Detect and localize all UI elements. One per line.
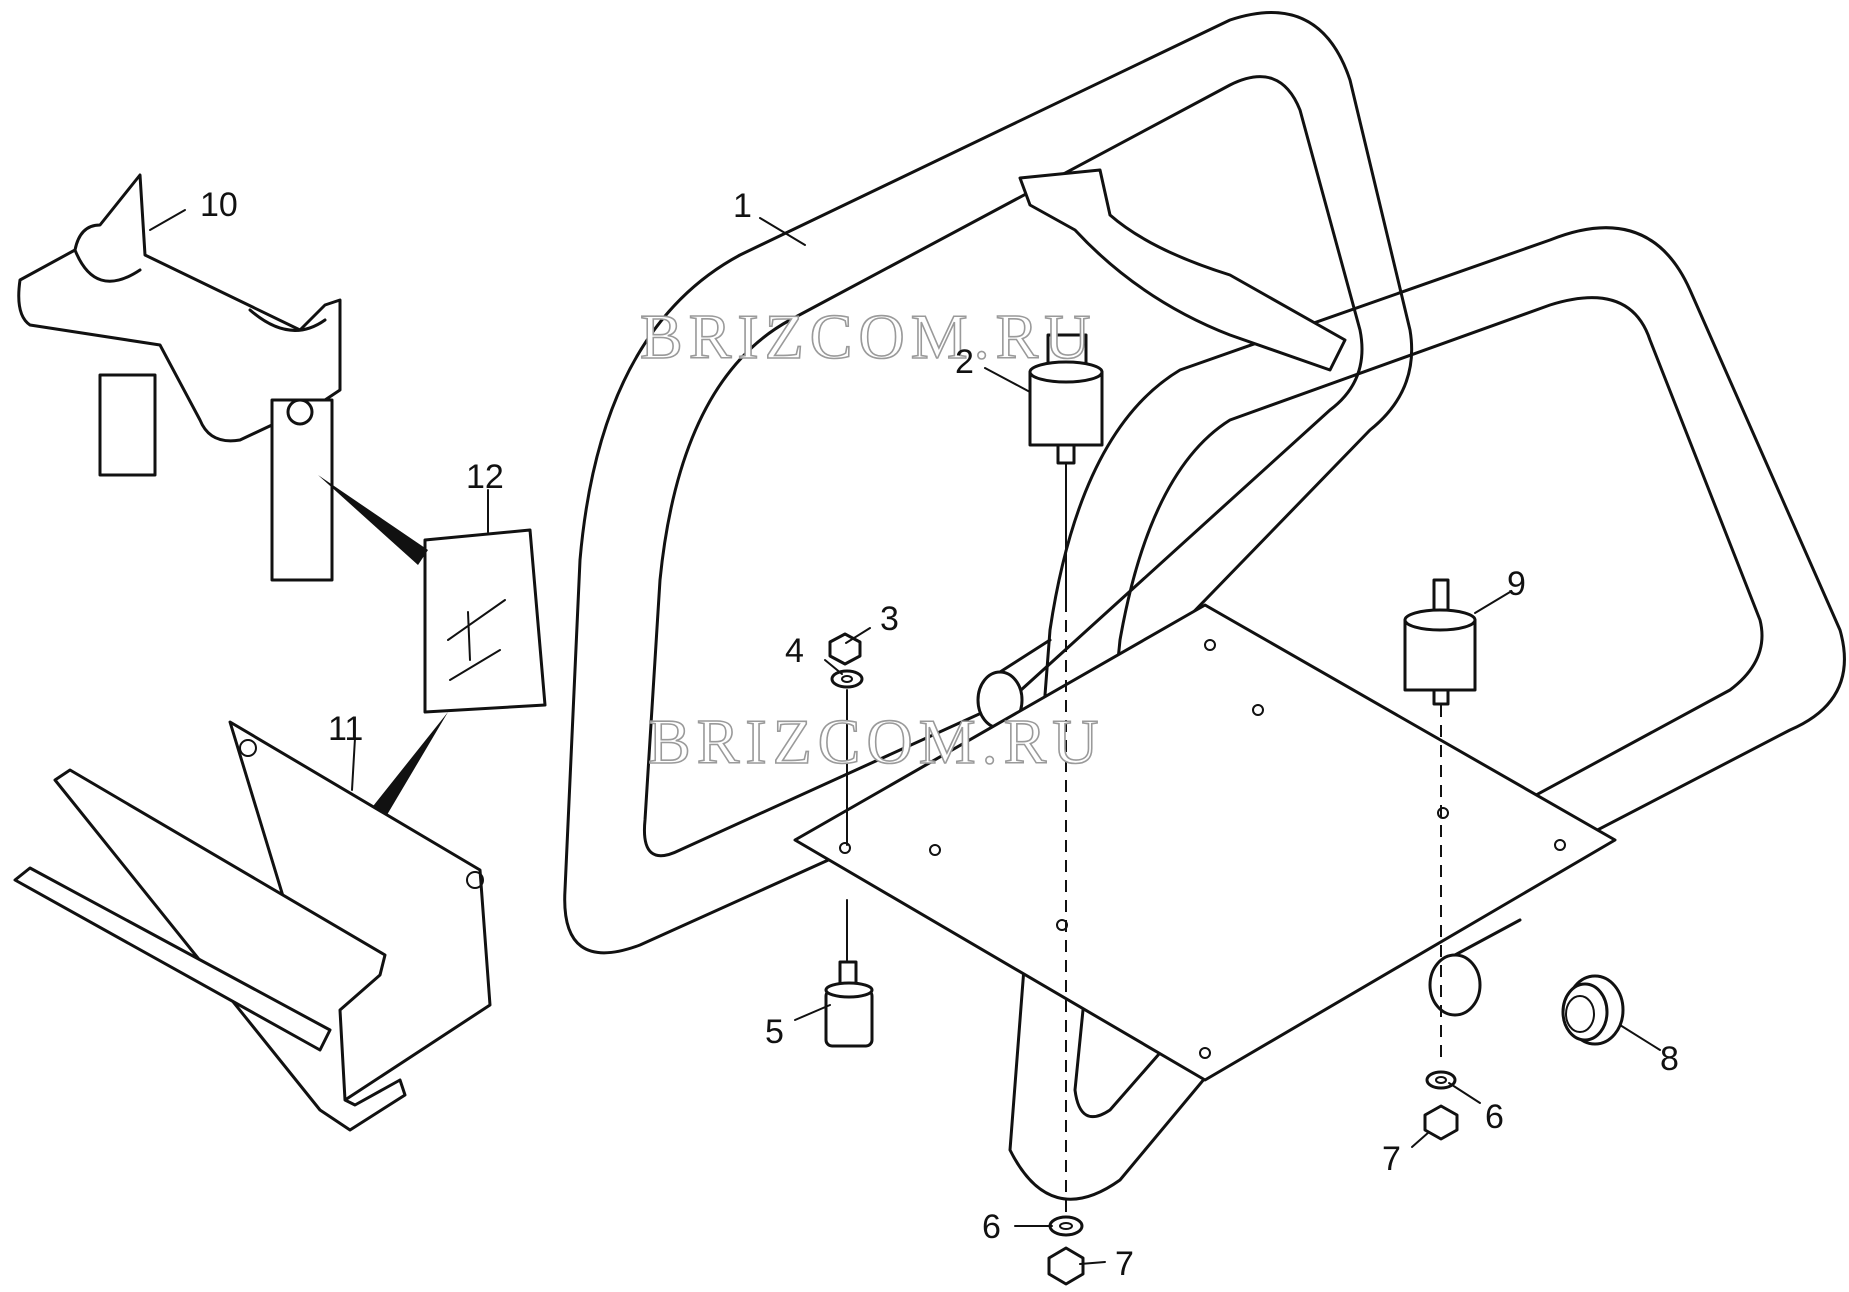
nut-part-3 — [828, 632, 862, 666]
base-plate-sheet — [793, 603, 1617, 1082]
washer-part-4 — [830, 669, 864, 689]
wing-nut — [286, 398, 314, 426]
watermark-1: BRIZCOM.RU — [640, 301, 1097, 372]
callout-12: 12 — [466, 458, 504, 496]
front-loop-outer — [1008, 226, 1846, 1201]
holder-10-body — [17, 173, 342, 443]
callout-8: 8 — [1660, 1040, 1679, 1078]
callout-10: 10 — [200, 186, 238, 224]
callout-9: 9 — [1507, 565, 1526, 603]
callout-7-right: 7 — [1382, 1140, 1401, 1178]
tube-end-right — [1428, 953, 1482, 1017]
rear-loop-inner — [642, 75, 1364, 858]
plug-part-8 — [1561, 974, 1625, 1046]
mount-part-9 — [1403, 578, 1477, 1065]
rear-loop-outer — [563, 11, 1414, 955]
callout-11: 11 — [328, 710, 363, 748]
front-loop-inner — [1073, 296, 1764, 1119]
bag-12-body — [423, 528, 547, 714]
callout-6-right: 6 — [1485, 1098, 1504, 1136]
leader-lines — [149, 209, 1661, 1265]
callout-5: 5 — [765, 1013, 784, 1051]
base-plate — [793, 603, 1617, 1082]
holder-part-10 — [17, 173, 342, 582]
callout-6-bottom: 6 — [982, 1208, 1001, 1246]
callout-2: 2 — [955, 343, 974, 381]
callout-1: 1 — [733, 187, 752, 225]
holder-part-11 — [13, 720, 492, 1132]
frame-part-1 — [563, 11, 1846, 1201]
callout-4: 4 — [785, 632, 804, 670]
washer-part-6-right — [1425, 1070, 1457, 1090]
watermark-2: BRIZCOM.RU — [648, 706, 1105, 777]
holder-10-leg — [270, 398, 334, 582]
callout-7-bottom: 7 — [1115, 1245, 1134, 1283]
nut-part-7-bottom — [1047, 1246, 1085, 1286]
callouts: 1 2 3 4 5 6 6 7 7 8 9 10 11 12 — [200, 186, 1679, 1283]
pointer-to-11 — [362, 712, 448, 830]
callout-3: 3 — [880, 600, 899, 638]
pointer-to-10 — [318, 475, 428, 565]
nut-part-7-right — [1423, 1104, 1459, 1141]
top-cross-tube — [1018, 168, 1347, 372]
washer-part-6-bottom — [1048, 1215, 1084, 1237]
mount-part-5 — [824, 899, 874, 1048]
mount-part-2 — [1028, 333, 1104, 601]
bag-part-12 — [318, 475, 547, 830]
